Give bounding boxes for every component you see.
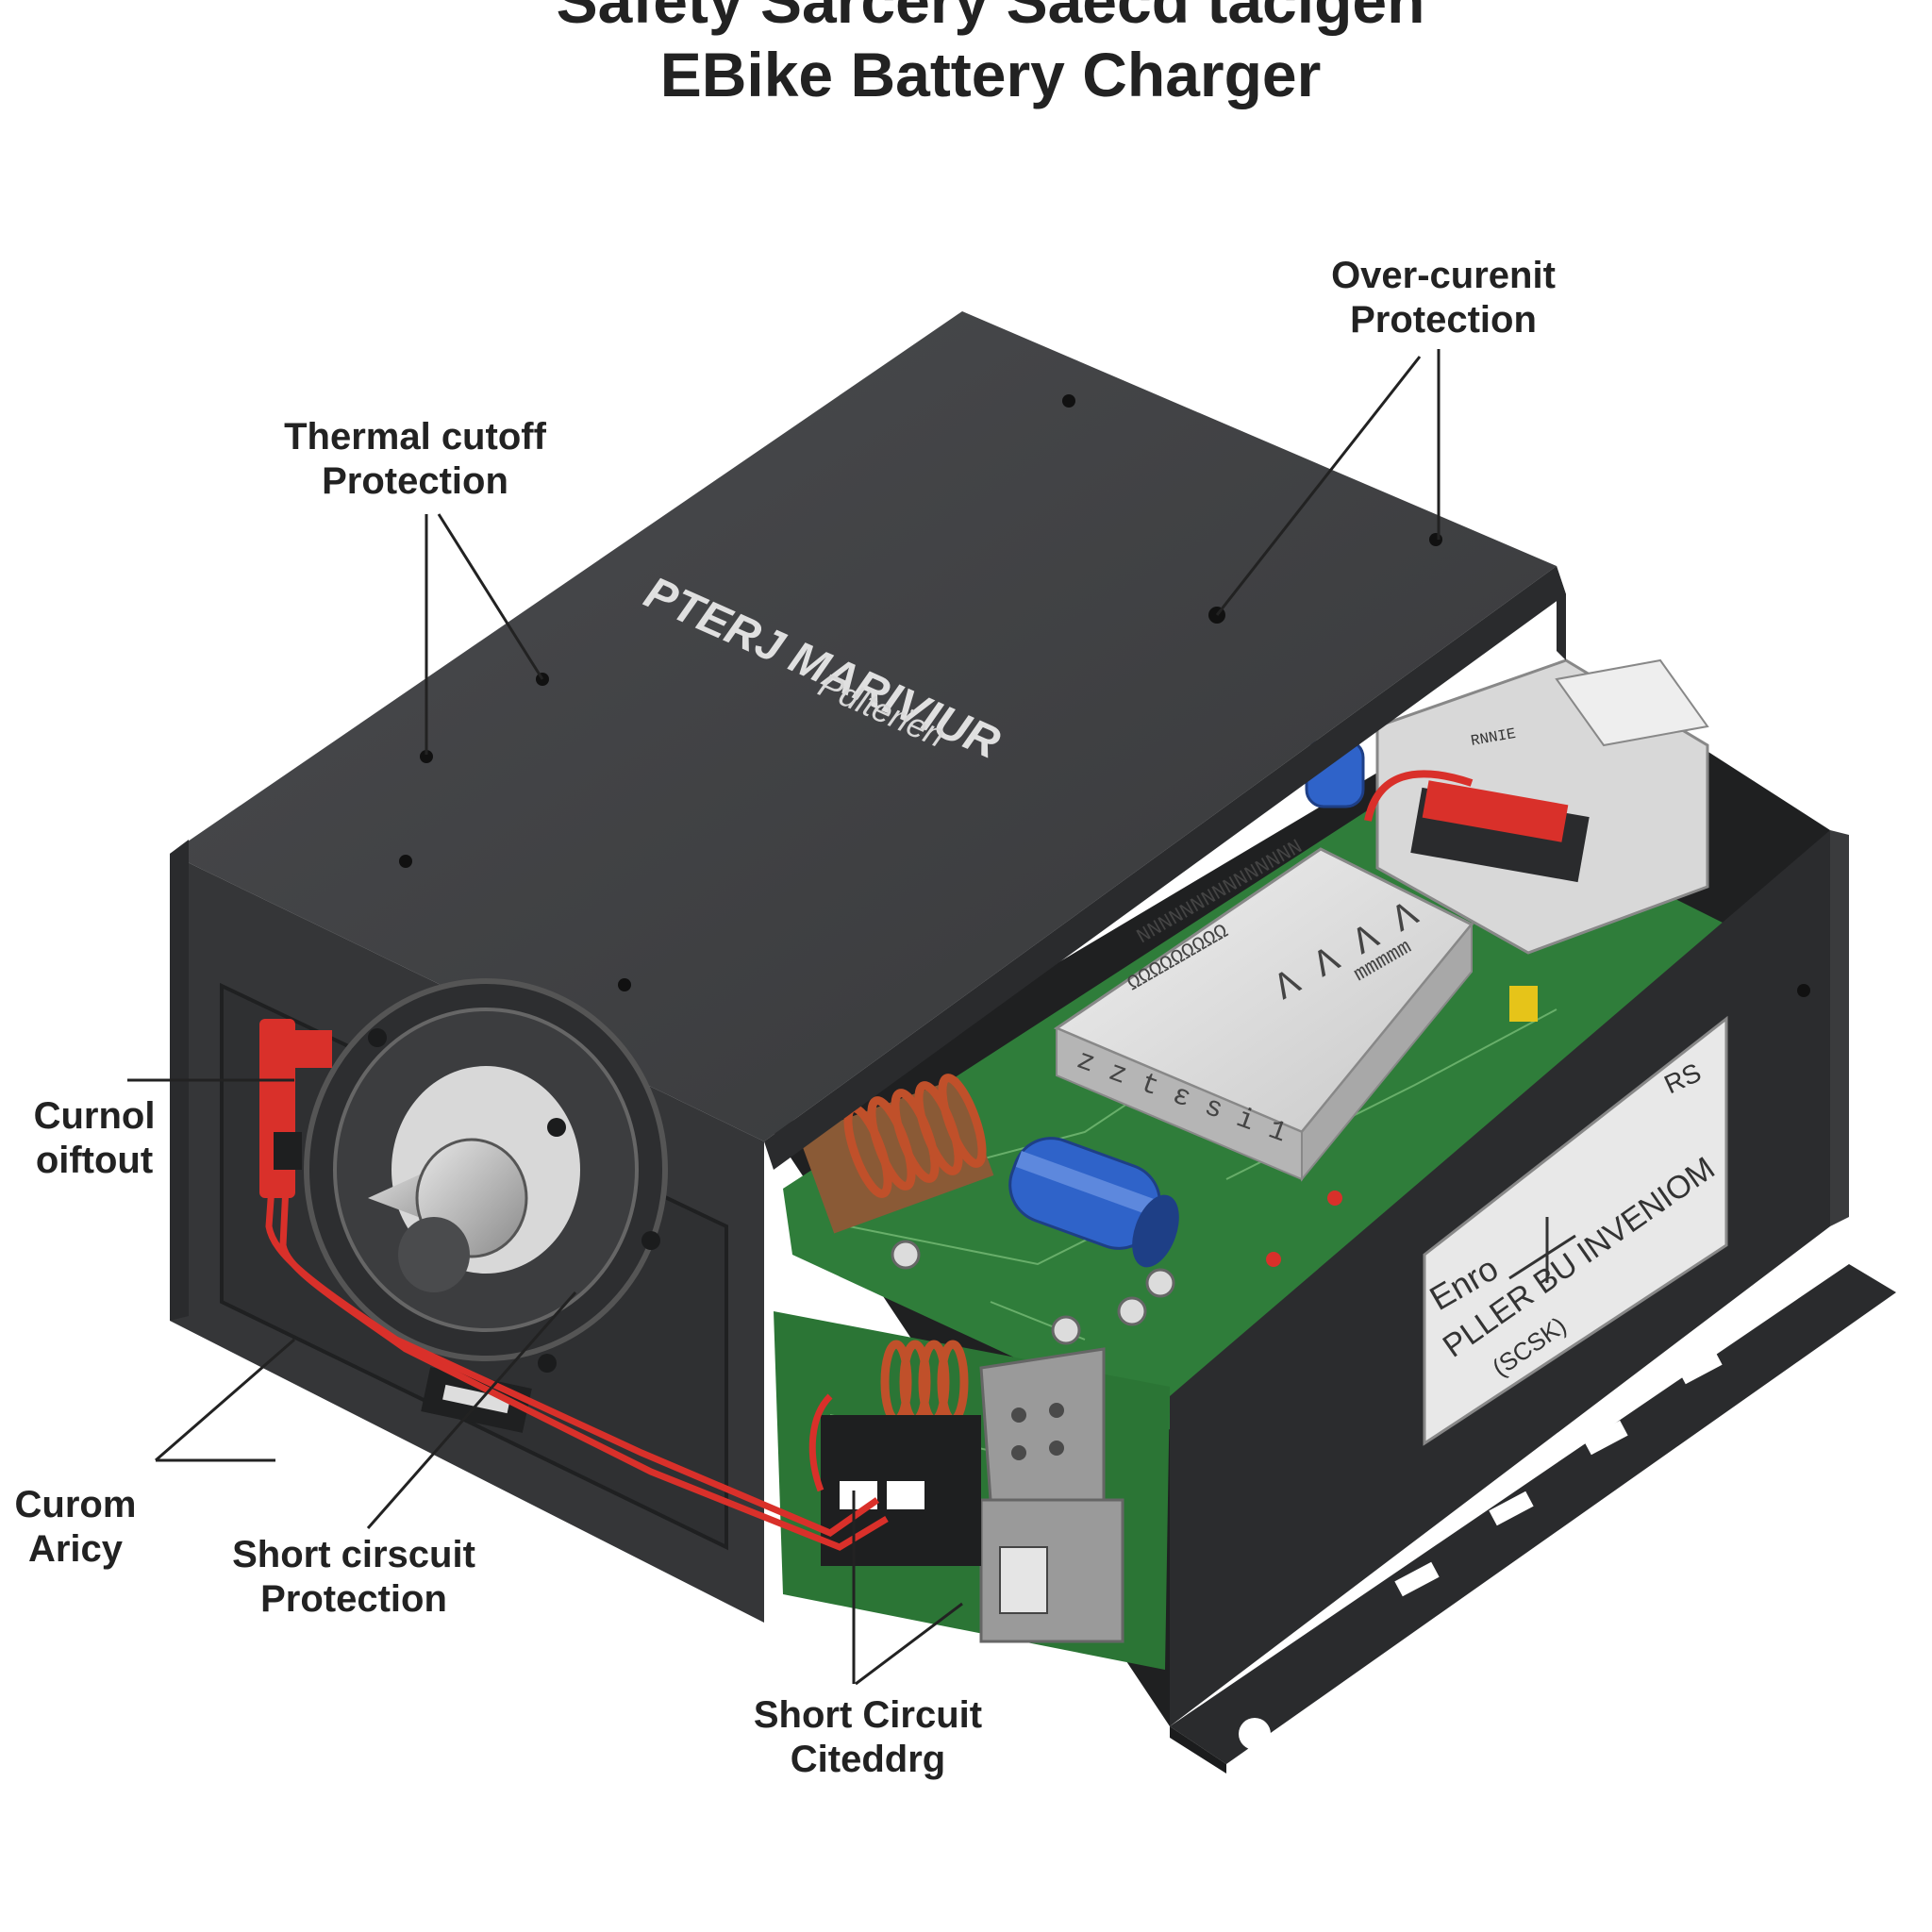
yellow-component [1509, 986, 1538, 1022]
callout-over-current: Over-curenit Protection [1331, 255, 1556, 341]
callout-curnol: Curnol oiftout [33, 1095, 156, 1181]
callout-curom: Curom Aricy [14, 1484, 137, 1570]
leader-short-circuit-2 [852, 1491, 963, 1686]
product-label: RS Enro PLLER BU INVENIOM (SCSK) [1423, 1015, 1728, 1446]
cooling-fan [304, 978, 668, 1373]
capacitors [1008, 739, 1365, 1268]
grey-component [979, 1498, 1124, 1643]
callout-short-circuit: Short cirscuit Protection [232, 1534, 475, 1620]
callout-thermal-cutoff: Thermal cutoff Protection [284, 416, 546, 502]
bracket [979, 1347, 1106, 1521]
wire-clip [259, 1019, 332, 1198]
leader-short-circuit [366, 1291, 577, 1529]
flange-slot [1583, 1420, 1628, 1456]
flange-hole [1805, 1239, 1837, 1271]
leader-over-current [1215, 349, 1441, 616]
leader-thermal [425, 513, 544, 755]
inductors [798, 1074, 1124, 1643]
callout-short-circuit-2: Short Circuit Citeddrg [753, 1694, 983, 1780]
enclosure-front [170, 840, 764, 1623]
terminal-block [1364, 658, 1709, 955]
mounting-flange [1170, 1239, 1896, 1774]
leader-lines [127, 349, 1441, 1686]
flange-slot [1394, 1561, 1440, 1597]
page-title-line-1: Safety Sarcery Saecd tacigen [556, 0, 1425, 36]
pcb-components: RNNIE [891, 725, 1538, 1345]
flange-hole [1239, 1718, 1271, 1750]
heat-coil [1422, 780, 1569, 842]
capacitor-end [1132, 1194, 1179, 1268]
leader-curom [155, 1338, 295, 1462]
side-panel: RS Enro PLLER BU INVENIOM (SCSK) [1170, 830, 1849, 1726]
flange-slot [1489, 1491, 1534, 1526]
enclosure-lid: PTERJ MARIVIUR Pdlterien [170, 311, 1566, 1170]
connectors [821, 1415, 981, 1566]
flange-slot [1677, 1349, 1723, 1385]
page-title-line-2: EBike Battery Charger [659, 40, 1322, 109]
red-wires [265, 1027, 889, 1551]
